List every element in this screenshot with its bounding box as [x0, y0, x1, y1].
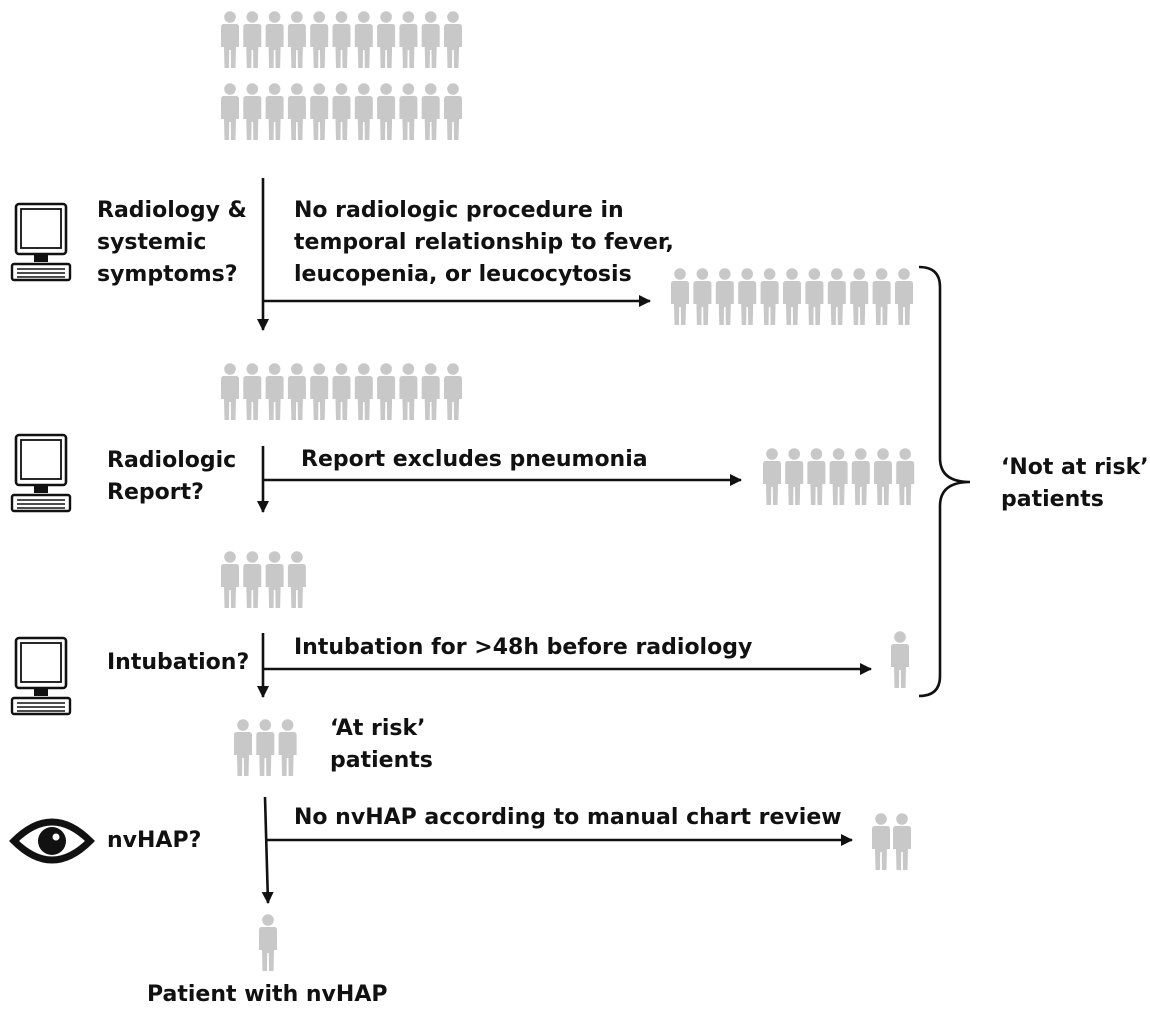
person-icon: [421, 83, 440, 140]
person-icon: [444, 363, 462, 420]
person-icon: [221, 83, 239, 140]
person-icon: [850, 268, 869, 325]
person-icon: [287, 363, 306, 420]
person-icon: [243, 363, 262, 420]
person-icon: [221, 363, 239, 420]
main-flow-arrows: [257, 178, 274, 904]
person-icon: [399, 83, 418, 140]
exclusion-label-3: Intubation for >48h before radiology: [294, 635, 753, 660]
initial-patients-row-2: [221, 83, 462, 140]
person-icon: [310, 11, 329, 68]
person-icon: [287, 83, 306, 140]
person-icon: [763, 448, 781, 505]
person-icon: [354, 363, 373, 420]
person-icon: [265, 83, 284, 140]
person-icon: [807, 448, 826, 505]
person-icon: [354, 11, 373, 68]
person-icon: [895, 268, 913, 325]
exclusion-label-1: No radiologic procedure in temporal rela…: [294, 198, 674, 287]
person-icon: [872, 813, 890, 870]
person-icon: [221, 551, 239, 608]
person-icon: [234, 719, 252, 776]
initial-patients-row-1: [221, 11, 462, 68]
person-icon: [421, 11, 440, 68]
person-icon: [243, 11, 262, 68]
person-icon: [287, 11, 306, 68]
person-icon: [287, 551, 306, 608]
excluded-patients-step-2: [763, 448, 915, 505]
person-icon: [278, 719, 297, 776]
person-icon: [310, 363, 329, 420]
person-icon: [851, 448, 870, 505]
excluded-patients-step-4: [872, 813, 911, 870]
person-icon: [221, 11, 239, 68]
exclusion-label-2: Report excludes pneumonia: [301, 447, 648, 472]
question-radiologic-report: Radiologic Report?: [107, 448, 237, 505]
question-nvhap: nvHAP?: [107, 828, 202, 853]
person-icon: [332, 83, 351, 140]
person-icon: [872, 268, 891, 325]
excluded-patients-step-1: [671, 268, 913, 325]
exclusion-arrows: [263, 295, 872, 846]
person-icon: [783, 268, 801, 325]
person-icon: [377, 83, 396, 140]
person-icon: [444, 11, 462, 68]
person-icon: [829, 448, 848, 505]
person-icon: [332, 11, 351, 68]
eye-icon: [9, 818, 95, 864]
person-icon: [265, 551, 284, 608]
excluded-patients-step-3: [891, 631, 909, 688]
person-icon: [760, 268, 779, 325]
at-risk-patients: [234, 719, 297, 776]
person-icon: [310, 83, 329, 140]
person-icon: [377, 11, 396, 68]
remaining-patients-step-1: [221, 363, 462, 420]
exclusion-label-4: No nvHAP according to manual chart revie…: [294, 805, 842, 830]
person-icon: [243, 551, 262, 608]
person-icon: [785, 448, 804, 505]
person-icon: [256, 719, 275, 776]
patient-with-nvhap: [259, 914, 277, 971]
not-at-risk-brace: [918, 265, 971, 698]
question-intubation: Intubation?: [107, 650, 250, 675]
person-icon: [693, 268, 712, 325]
final-patient-label: Patient with nvHAP: [147, 982, 388, 1007]
person-icon: [827, 268, 846, 325]
person-icon: [265, 363, 284, 420]
computer-icon: [10, 202, 72, 282]
person-icon: [399, 363, 418, 420]
person-icon: [444, 83, 462, 140]
remaining-patients-step-2: [221, 551, 306, 608]
flow-arrow-4: [261, 796, 274, 904]
person-icon: [259, 914, 277, 971]
person-icon: [265, 11, 284, 68]
computer-icon: [10, 636, 72, 716]
person-icon: [893, 813, 911, 870]
person-icon: [399, 11, 418, 68]
not-at-risk-label: ‘Not at risk’ patients: [1001, 455, 1149, 512]
computer-icon: [10, 433, 72, 513]
at-risk-label: ‘At risk’ patients: [330, 716, 433, 773]
person-icon: [354, 83, 373, 140]
person-icon: [896, 448, 915, 505]
question-radiology-symptoms: Radiology & systemic symptoms?: [97, 198, 247, 287]
person-icon: [891, 631, 909, 688]
person-icon: [805, 268, 824, 325]
person-icon: [421, 363, 440, 420]
person-icon: [715, 268, 734, 325]
person-icon: [738, 268, 757, 325]
person-icon: [243, 83, 262, 140]
person-icon: [332, 363, 351, 420]
person-icon: [874, 448, 892, 505]
person-icon: [377, 363, 396, 420]
